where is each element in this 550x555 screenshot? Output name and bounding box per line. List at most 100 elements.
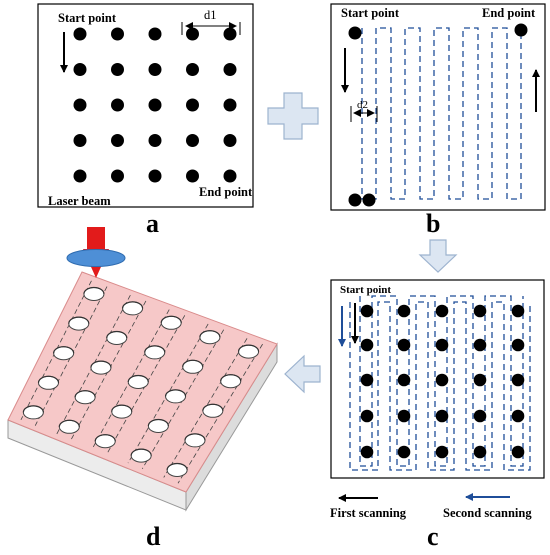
panel-a-d1-label: d1 — [204, 8, 217, 22]
panel-d-hole-rim — [74, 390, 96, 398]
panel-d-hole-rim — [68, 316, 90, 324]
panel-c-dot — [473, 409, 487, 423]
panel-c-dot — [397, 373, 411, 387]
second-scanning-label: Second scanning — [443, 506, 532, 520]
panel-d-hole-rim — [83, 286, 105, 295]
panel-c-dot — [435, 373, 449, 387]
flow-arrow-left-icon — [284, 354, 321, 394]
panel-d-scan-line — [106, 315, 186, 455]
panel-d-hole-rim — [144, 345, 166, 353]
panel-a-dot — [223, 63, 237, 76]
panel-d-hole-rim — [127, 374, 149, 383]
panel-b-d2-label: d2 — [357, 99, 368, 111]
panel-d-scan-line — [56, 294, 131, 435]
panel-a-dot — [148, 27, 162, 41]
panel-c-dot — [435, 445, 449, 459]
panel-d-scan-line — [70, 300, 147, 441]
panel-d-hole-rim — [237, 344, 260, 352]
panel-c-dot — [397, 304, 411, 318]
panel-d-hole-rim — [164, 389, 187, 397]
panel-a-dot — [186, 27, 199, 41]
panel-d-hole-rim — [37, 375, 60, 383]
panel-b-end-dot — [514, 23, 528, 37]
focusing-lens — [66, 249, 126, 267]
panel-b-frame — [330, 3, 546, 211]
panel-a-dot — [148, 98, 162, 112]
panel-d-hole-rim — [182, 359, 204, 367]
panel-d-hole-rim — [130, 448, 152, 456]
first-scanning-label: First scanning — [330, 506, 407, 520]
panel-d-hole-rim — [199, 330, 221, 338]
panel-d-hole-rim — [202, 403, 224, 411]
panel-a-dot — [111, 98, 124, 112]
panel-d-scan-line — [34, 286, 108, 426]
panel-c-dot — [473, 304, 487, 318]
panel-c-dot — [360, 338, 374, 352]
panel-a-dot — [148, 63, 162, 76]
panel-c-dot — [435, 338, 449, 352]
flow-arrow-down-icon — [418, 239, 458, 273]
panel-a: Start point d1 End point Laser beam a — [37, 3, 254, 238]
panel-a-dot — [111, 27, 124, 41]
panel-d-hole-rim — [90, 360, 112, 368]
panel-c-dot — [397, 409, 411, 423]
panel-b-letter: b — [426, 209, 440, 238]
panel-c-dot — [511, 338, 525, 352]
panel-c-dot — [435, 409, 449, 423]
panel-c-dot — [435, 304, 449, 318]
panel-a-dot — [111, 169, 124, 183]
panel-c-dot — [473, 445, 487, 459]
panel-b-start-dot — [348, 26, 362, 40]
panel-a-dot — [111, 63, 124, 76]
panel-b-bottom-dot-1 — [348, 193, 362, 207]
panel-c-dot — [473, 373, 487, 387]
panel-a-dot — [186, 98, 199, 112]
panel-a-dot — [73, 63, 87, 76]
panel-c-start-label: Start point — [340, 284, 391, 296]
panel-d-hole-rim — [166, 462, 188, 471]
panel-c-dot — [360, 445, 374, 459]
panel-a-dot — [223, 134, 237, 147]
panel-c-dot — [511, 445, 525, 459]
panel-b: Start point End point d2 b — [330, 3, 546, 238]
panel-d-hole-grid — [22, 286, 260, 477]
panel-a-dot — [148, 169, 162, 183]
panel-d-hole-rim — [58, 419, 80, 427]
panel-c-dot-grid — [360, 304, 525, 459]
panel-a-dot — [73, 169, 87, 183]
panel-d: d — [7, 227, 278, 551]
panel-c-scan-path — [349, 295, 531, 471]
panel-a-start-label: Start point — [58, 11, 117, 25]
panel-c-dot — [473, 338, 487, 352]
panel-a-dot — [73, 98, 87, 112]
panel-c-dot — [511, 409, 525, 423]
panel-d-hole-rim — [111, 404, 133, 412]
panel-d-hole-rim — [147, 418, 169, 427]
panel-d-hole-rim — [160, 315, 182, 323]
plus-icon — [267, 92, 319, 140]
panel-a-end-label: End point — [199, 185, 253, 199]
panel-a-dot — [148, 134, 162, 147]
panel-a-dot — [223, 27, 237, 41]
panel-d-hole-rim — [220, 374, 242, 382]
panel-d-hole-rim — [121, 301, 144, 309]
panel-a-dot — [73, 27, 87, 41]
laser-head — [87, 227, 105, 249]
panel-c-dot — [360, 304, 374, 318]
panel-b-bottom-dot-2 — [362, 193, 376, 207]
panel-a-dot — [73, 134, 87, 147]
panel-d-hole-rim — [22, 405, 44, 413]
panel-a-laser-beam-label: Laser beam — [48, 194, 111, 208]
panel-a-dot — [223, 98, 237, 112]
panel-a-letter: a — [146, 209, 159, 238]
panel-d-hole-rim — [94, 434, 116, 442]
panel-c-dot — [397, 338, 411, 352]
panel-c-dot — [397, 445, 411, 459]
panel-d-letter: d — [146, 522, 161, 550]
panel-d-hole-rim — [184, 433, 206, 441]
panel-b-scan-path — [361, 27, 522, 200]
panel-d-scan-line — [20, 280, 92, 421]
panel-c: Start point First scanning Second scanni… — [330, 279, 545, 551]
